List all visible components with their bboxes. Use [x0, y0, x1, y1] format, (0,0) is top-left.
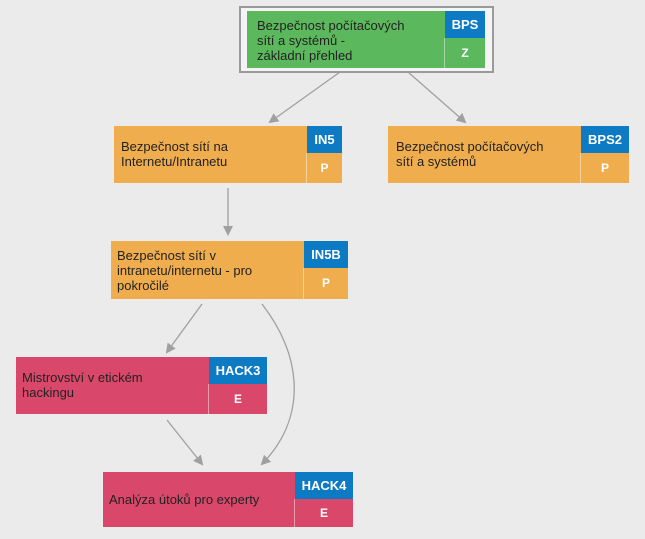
course-title: Bezpečnost počítačových sítí a systémů -…: [257, 18, 405, 63]
course-level-label: E: [294, 499, 353, 527]
course-title: Bezpečnost sítí v intranetu/internetu - …: [117, 248, 253, 293]
arrow-hack3-to-hack4: [166, 419, 204, 466]
arrow-bps-to-in5: [268, 71, 341, 124]
course-title: Mistrovství v etickém hackingu: [22, 370, 143, 400]
course-node-hack3[interactable]: Mistrovství v etickém hackingu HACK3 E: [16, 357, 267, 414]
course-node-in5b[interactable]: Bezpečnost sítí v intranetu/internetu - …: [111, 241, 348, 299]
arrow-bps-to-bps2: [407, 71, 467, 124]
course-node-bps[interactable]: Bezpečnost počítačových sítí a systémů -…: [247, 11, 485, 68]
course-level-label: P: [303, 268, 348, 299]
course-level-label: P: [306, 153, 342, 183]
course-node-bps2[interactable]: Bezpečnost počítačových sítí a systémů B…: [388, 126, 629, 183]
course-code-badge: IN5B: [304, 241, 348, 268]
course-node-hack4[interactable]: Analýza útoků pro experty HACK4 E: [103, 472, 353, 527]
course-node-in5[interactable]: Bezpečnost sítí na Internetu/Intranetu I…: [114, 126, 342, 183]
arrow-in5b-to-hack3: [165, 303, 203, 354]
arrow-in5b-to-hack4: [260, 303, 295, 466]
course-code-badge: BPS: [445, 11, 485, 38]
course-code-badge: HACK3: [209, 357, 267, 384]
course-code-badge: BPS2: [581, 126, 629, 153]
course-title: Analýza útoků pro experty: [109, 492, 260, 507]
course-title: Bezpečnost počítačových sítí a systémů: [396, 139, 544, 169]
course-code-badge: IN5: [307, 126, 342, 153]
course-level-label: P: [580, 153, 629, 183]
course-title: Bezpečnost sítí na Internetu/Intranetu: [121, 139, 228, 169]
course-level-label: Z: [444, 38, 485, 68]
course-level-label: E: [208, 384, 267, 414]
course-code-badge: HACK4: [295, 472, 353, 499]
